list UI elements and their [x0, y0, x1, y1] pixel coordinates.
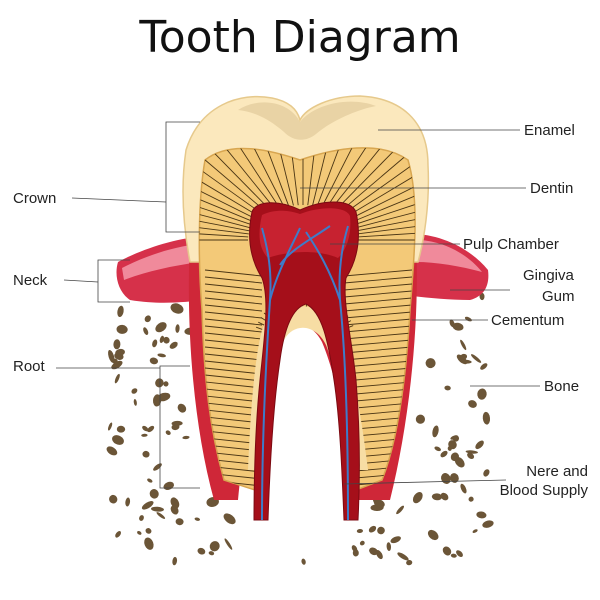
label-nerve-line2: Blood Supply: [499, 482, 588, 499]
leader-lines: [56, 121, 540, 489]
label-bone: Bone: [544, 378, 580, 395]
gingiva-gum: [116, 234, 489, 303]
label-root: Root: [13, 358, 45, 375]
blood-vessels: [261, 225, 349, 521]
label-enamel: Enamel: [524, 122, 575, 139]
page-title: Tooth Diagram: [139, 12, 461, 63]
label-dentin: Dentin: [530, 180, 574, 197]
label-gingiva: Gingiva: [523, 267, 574, 284]
label-gum: Gum: [542, 288, 575, 305]
label-nerve-line1: Nere and: [526, 463, 588, 480]
pulp-chamber: [249, 201, 360, 521]
bone-particles: [106, 292, 494, 566]
label-crown: Crown: [13, 190, 57, 207]
label-neck: Neck: [13, 272, 48, 289]
label-nerve-blood-supply: Nere and Blood Supply: [470, 462, 588, 500]
label-pulp-chamber: Pulp Chamber: [463, 236, 559, 253]
label-cementum: Cementum: [491, 312, 565, 329]
